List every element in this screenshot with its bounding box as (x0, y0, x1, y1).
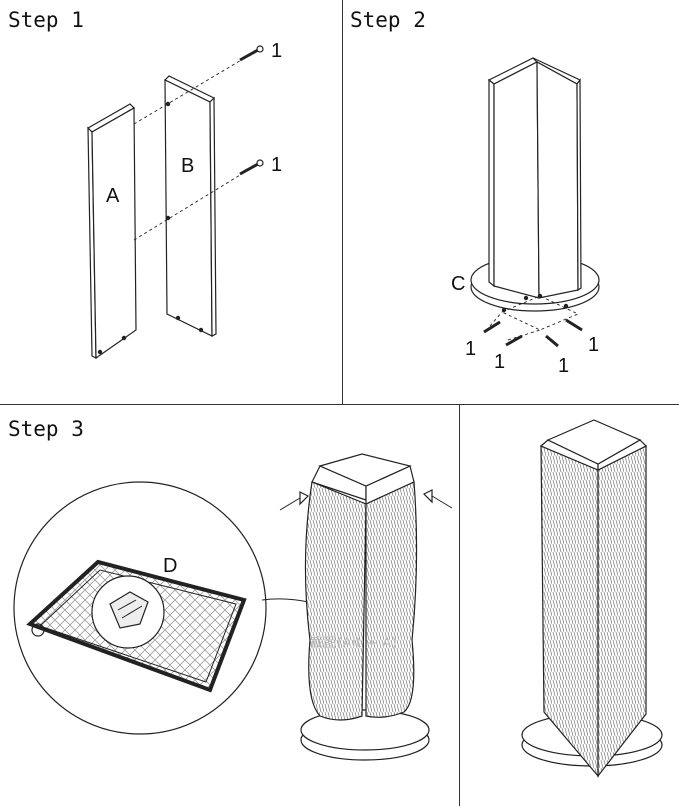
step-1-title: Step 1 (8, 8, 84, 32)
label-screw-4: 1 (588, 334, 599, 356)
step-1-diagram (87, 45, 264, 360)
step-2-title: Step 2 (350, 8, 426, 32)
horizontal-divider (0, 404, 679, 405)
label-screw-2: 1 (494, 351, 505, 373)
label-base: C (451, 273, 465, 295)
panel-b (163, 75, 217, 337)
vertical-divider-top (342, 0, 343, 404)
step-3-title: Step 3 (8, 417, 84, 441)
arrow-left (279, 491, 310, 511)
step-3-diagram (13, 419, 663, 778)
label-screw-top: 1 (271, 40, 282, 62)
label-panel-a: A (106, 185, 120, 207)
arrow-right (422, 489, 453, 509)
screw-mid (239, 159, 264, 176)
label-screw-1: 1 (465, 338, 476, 360)
vertical-divider-bottom (459, 405, 460, 806)
label-cover: D (163, 555, 177, 577)
screenshot-watermark: 截图(Alt + A) (310, 636, 398, 651)
label-screw-mid: 1 (271, 154, 282, 176)
step-2-diagram (470, 57, 600, 348)
label-screw-3: 1 (558, 355, 569, 377)
label-panel-b: B (181, 155, 194, 177)
panel-a (87, 103, 137, 360)
screw-top (239, 45, 264, 62)
